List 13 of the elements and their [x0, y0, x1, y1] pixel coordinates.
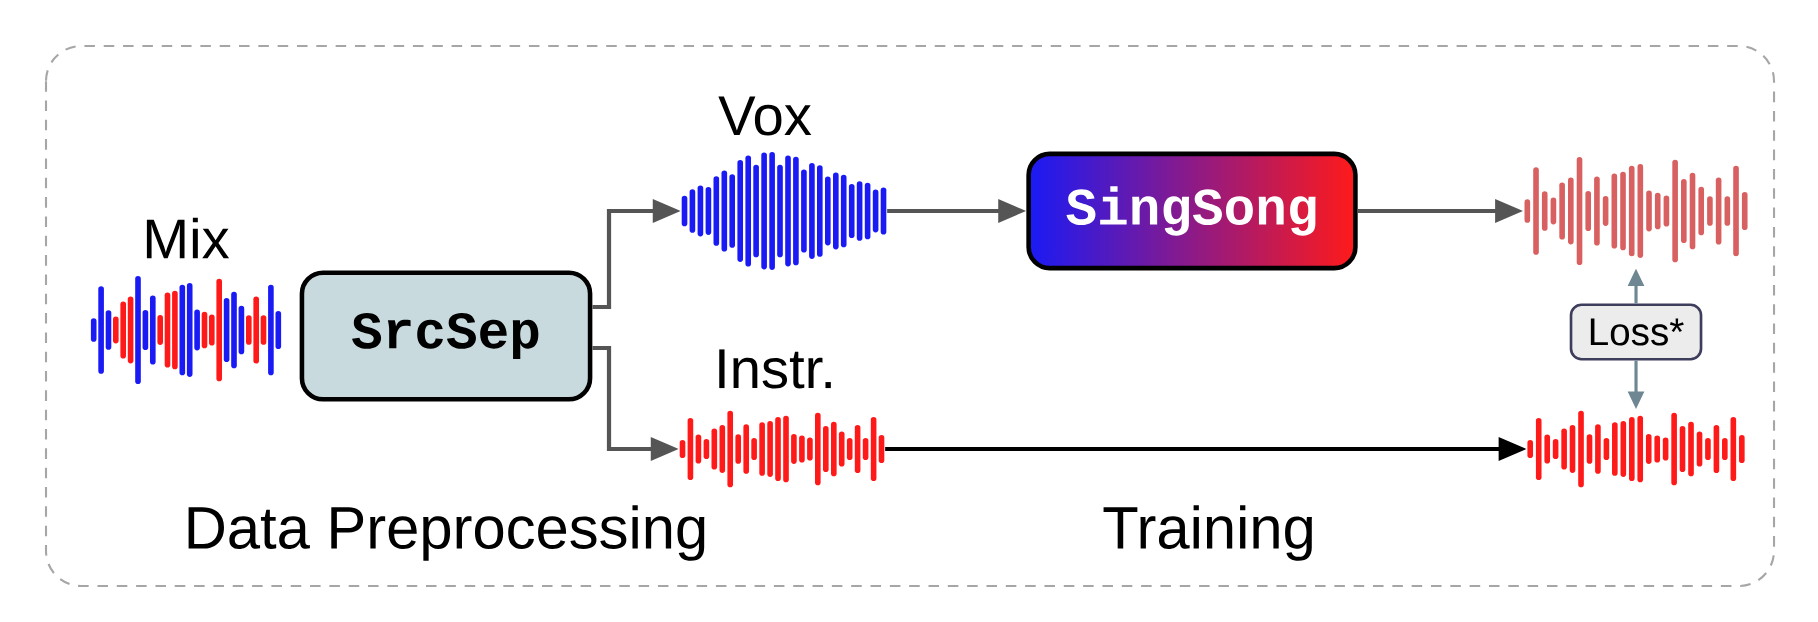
waveform-drawing	[679, 410, 885, 488]
waveform-drawing	[681, 152, 887, 270]
loss-box: Loss*	[1569, 303, 1703, 361]
section-label: Training	[1103, 505, 1312, 561]
waveform-drawing	[90, 275, 282, 385]
process-box: SrcSep	[299, 270, 593, 402]
waveform-drawing	[1524, 156, 1748, 266]
waveform-label: Vox	[718, 96, 812, 136]
section-label: Data Preprocessing	[188, 505, 705, 561]
model-box: SingSong	[1026, 151, 1358, 271]
waveform-label: Instr.	[719, 349, 831, 389]
waveform-drawing	[1527, 410, 1745, 488]
waveform-label: Mix	[146, 217, 230, 259]
